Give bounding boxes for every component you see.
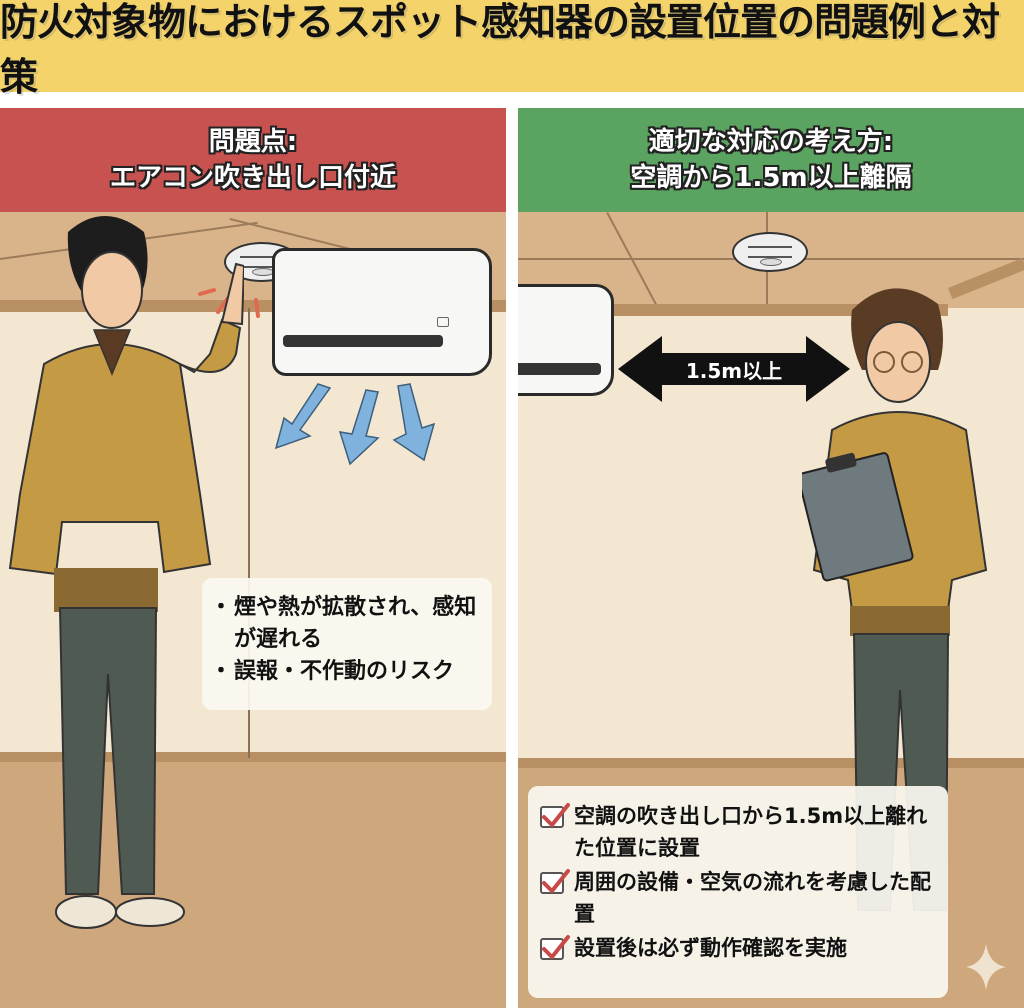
solution-checklist: 空調の吹き出し口から1.5m以上離れた位置に設置 周囲の設備・空気の流れを考慮し… bbox=[528, 786, 948, 998]
checkbox-checked-icon bbox=[540, 869, 570, 894]
distance-indicator: 1.5m以上 bbox=[618, 336, 850, 402]
checklist-item-text: 周囲の設備・空気の流れを考慮した配置 bbox=[574, 870, 931, 926]
checklist-item-text: 設置後は必ず動作確認を実施 bbox=[574, 936, 847, 960]
checklist-item-text: 空調の吹き出し口から1.5m以上離れた位置に設置 bbox=[574, 804, 928, 860]
baseboard bbox=[0, 752, 506, 762]
checklist-item: 空調の吹き出し口から1.5m以上離れた位置に設置 bbox=[540, 800, 936, 864]
smoke-detector-icon bbox=[732, 232, 808, 272]
problem-notes: 煙や熱が拡散され、感知が遅れる 誤報・不作動のリスク bbox=[202, 578, 492, 710]
solution-panel: 適切な対応の考え方: 空調から1.5m以上離隔 1.5m以上 bbox=[518, 108, 1024, 1008]
solution-header-description: 空調から1.5m以上離隔 bbox=[630, 163, 912, 193]
problem-note-item: 誤報・不作動のリスク bbox=[210, 656, 478, 688]
airflow-arrows-icon bbox=[274, 383, 436, 466]
solution-header: 適切な対応の考え方: 空調から1.5m以上離隔 bbox=[518, 108, 1024, 212]
solution-header-label: 適切な対応の考え方: bbox=[648, 127, 894, 157]
problem-header-description: エアコン吹き出し口付近 bbox=[109, 163, 396, 193]
page-title: 防火対象物におけるスポット感知器の設置位置の問題例と対策 bbox=[0, 0, 1000, 99]
problem-header-label: 問題点: bbox=[208, 127, 298, 157]
checklist-item: 周囲の設備・空気の流れを考慮した配置 bbox=[540, 866, 936, 930]
distance-label: 1.5m以上 bbox=[658, 353, 810, 385]
checkbox-checked-icon bbox=[540, 803, 570, 828]
title-bar: 防火対象物におけるスポット感知器の設置位置の問題例と対策 bbox=[0, 0, 1024, 99]
sparkle-icon bbox=[966, 944, 1006, 990]
air-conditioner-icon bbox=[518, 284, 614, 396]
wall-corner-line bbox=[248, 308, 250, 758]
baseboard bbox=[518, 758, 1024, 768]
problem-panel: 問題点: エアコン吹き出し口付近 bbox=[0, 108, 506, 1008]
problem-note-item: 煙や熱が拡散され、感知が遅れる bbox=[210, 592, 478, 656]
air-conditioner-icon bbox=[272, 248, 492, 376]
checkbox-checked-icon bbox=[540, 935, 570, 960]
worker-pointing-illustration bbox=[8, 216, 244, 929]
cornice bbox=[518, 304, 948, 316]
checklist-item: 設置後は必ず動作確認を実施 bbox=[540, 932, 936, 964]
problem-header: 問題点: エアコン吹き出し口付近 bbox=[0, 108, 506, 212]
